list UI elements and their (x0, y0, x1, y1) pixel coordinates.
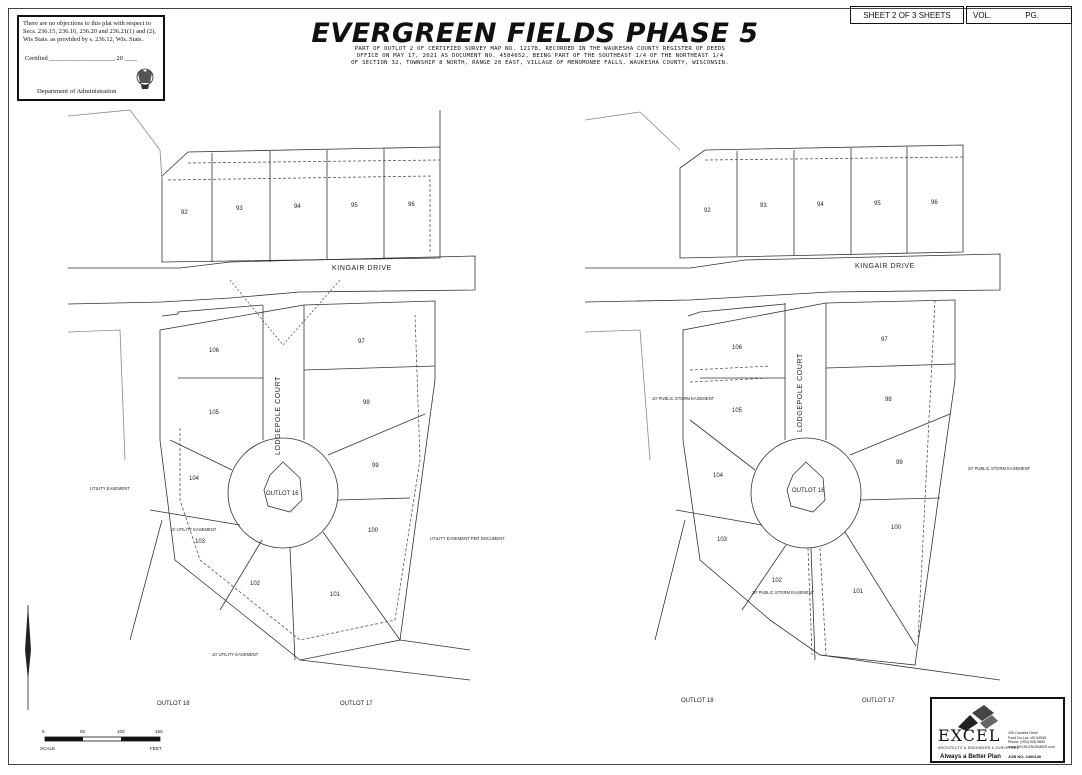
excel-logo-icon (958, 705, 998, 731)
doa-approval-box: There are no objections to this plat wit… (17, 15, 165, 101)
lot-93-left: 93 (236, 206, 243, 212)
sheet-number: SHEET 2 OF 3 SHEETS (863, 10, 951, 20)
outlot-17-left: OUTLOT 17 (340, 701, 373, 707)
lodgepole-court-right: LODGEPOLE COURT (797, 353, 804, 432)
lot-96-right: 96 (931, 200, 938, 206)
left-plan (67, 110, 476, 681)
note-right-30ft: 30' PUBLIC STORM EASEMENT (752, 590, 815, 595)
scale-unit: FEET (150, 746, 162, 751)
excel-logo-block: EXCEL ARCHITECTS & ENGINEERS & SURVEYORS… (930, 697, 1065, 763)
lot-104-right: 104 (713, 473, 724, 479)
lot-97-right: 97 (881, 337, 888, 343)
lodgepole-court-left: LODGEPOLE COURT (275, 376, 282, 455)
lot-95-left: 95 (351, 203, 358, 209)
lot-93-right: 93 (760, 203, 767, 209)
lot-102-right: 102 (772, 578, 783, 584)
description-line-1: PART OF OUTLOT 2 OF CERTIFIED SURVEY MAP… (354, 46, 726, 52)
scale-bar (44, 736, 161, 742)
lot-97-left: 97 (358, 339, 365, 345)
sheet-border (8, 8, 1072, 765)
scale-tick-50: 50 (80, 729, 86, 734)
excel-address-line: Fond Du Lac, WI 54935 (1008, 735, 1046, 740)
doa-line-1: There are no objections to this plat wit… (23, 20, 151, 27)
note-left-utility: UTILITY EASEMENT (90, 486, 130, 491)
pg-label: PG. (1025, 10, 1039, 20)
lot-103-right: 103 (717, 537, 728, 543)
doa-line-2: Secs. 236.15, 236.16, 236.20 and 236.21(… (23, 28, 156, 35)
lot-99-right: 99 (896, 460, 903, 466)
doa-certified-line: Certified ____________________, 20 ____ (25, 55, 138, 62)
lot-99-left: 99 (372, 463, 379, 469)
excel-address-line: www.EXCELENGINEER.com (1008, 744, 1055, 749)
lot-94-right: 94 (817, 202, 824, 208)
plat-description: PART OF OUTLOT 2 OF CERTIFIED SURVEY MAP… (320, 46, 760, 67)
outlot-16-right: OUTLOT 16 (792, 488, 825, 494)
outlot-16-left: OUTLOT 16 (266, 491, 299, 497)
note-left-15ft: 15' UTILITY EASEMENT (170, 527, 217, 532)
description-line-2: OFFICE ON MAY 17, 2021 AS DOCUMENT NO. 4… (356, 53, 724, 59)
lot-106-left: 106 (209, 348, 220, 354)
lot-92-left: 92 (181, 210, 188, 216)
lot-100-right: 100 (891, 525, 902, 531)
vol-pg-box: VOL. PG. (966, 6, 1072, 24)
scale-label: SCALE (40, 746, 56, 751)
note-right-10ft: 10' PUBLIC STORM EASEMENT (652, 396, 715, 401)
description-line-3: OF SECTION 32, TOWNSHIP 8 NORTH, RANGE 2… (351, 60, 729, 66)
lot-104-left: 104 (189, 476, 200, 482)
scale-tick-100: 100 (117, 729, 125, 734)
lot-103-left: 103 (195, 539, 206, 545)
note-right-20ft: 20' PUBLIC STORM EASEMENT (968, 466, 1031, 471)
outlot-17-right: OUTLOT 17 (862, 698, 895, 704)
vol-label: VOL. (973, 10, 992, 20)
lot-92-right: 92 (704, 208, 711, 214)
lot-100-left: 100 (368, 528, 379, 534)
excel-address-line: Phone: (920) 926-9800 (1008, 740, 1045, 745)
lot-98-left: 98 (363, 400, 370, 406)
lot-95-right: 95 (874, 201, 881, 207)
lot-105-left: 105 (209, 410, 220, 416)
kingair-drive-right: KINGAIR DRIVE (855, 263, 915, 270)
lot-96-left: 96 (408, 202, 415, 208)
wisconsin-state-seal-icon (136, 68, 154, 89)
note-left-10ft: 10' UTILITY EASEMENT (212, 652, 259, 657)
sheet-number-box: SHEET 2 OF 3 SHEETS (850, 6, 964, 24)
lot-102-left: 102 (250, 581, 261, 587)
lot-94-left: 94 (294, 204, 301, 210)
excel-logo-subtitle: ARCHITECTS & ENGINEERS & SURVEYORS (938, 746, 1020, 750)
excel-logo-name: EXCEL (938, 726, 1001, 745)
lot-98-right: 98 (885, 397, 892, 403)
kingair-drive-left: KINGAIR DRIVE (332, 265, 392, 272)
right-plan (584, 144, 1001, 681)
excel-address: 100 Camelot Drive Fond Du Lac, WI 54935 … (1008, 731, 1055, 749)
excel-logo-tagline: Always a Better Plan (940, 753, 1001, 760)
lot-101-right: 101 (853, 589, 864, 595)
doa-line-3: Wis Stats. as provided by s. 236.12, Wis… (23, 36, 144, 43)
lot-106-right: 106 (732, 345, 743, 351)
plat-title: EVERGREEN FIELDS PHASE 5 (311, 18, 759, 49)
scale-tick-0: 0 (42, 729, 45, 734)
north-arrow-icon (25, 605, 31, 710)
job-number: JOB NO. 2400140 (1008, 754, 1042, 759)
outlot-18-left: OUTLOT 18 (157, 701, 190, 707)
lot-101-left: 101 (330, 592, 341, 598)
doa-department: Department of Administration (37, 88, 117, 95)
excel-address-line: 100 Camelot Drive (1008, 731, 1038, 735)
scale-tick-150: 150 (155, 729, 163, 734)
outlot-18-right: OUTLOT 18 (681, 698, 714, 704)
lot-105-right: 105 (732, 408, 743, 414)
note-left-per-document: UTILITY EASEMENT PER DOCUMENT (430, 536, 505, 541)
